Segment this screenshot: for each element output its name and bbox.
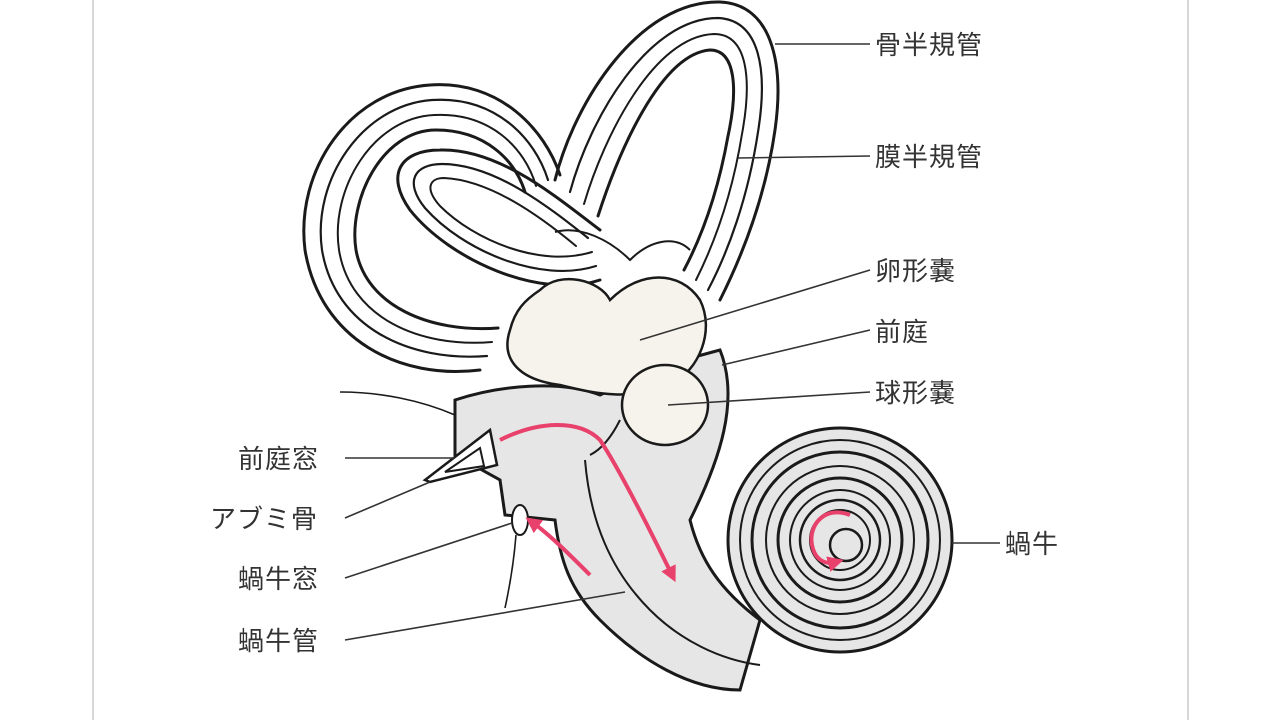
label-saccule: 球形嚢 — [875, 379, 956, 409]
label-cochlear-duct: 蝸牛管 — [238, 627, 319, 657]
label-round-window: 蝸牛窓 — [238, 565, 319, 595]
round-window-shape — [504, 504, 529, 609]
saccule-shape — [589, 363, 710, 456]
label-bony-canal: 骨半規管 — [875, 31, 983, 61]
vestibule-cochlea-body — [453, 348, 762, 692]
stapes-shape — [339, 391, 499, 484]
label-vestibule: 前庭 — [875, 318, 929, 348]
label-cochlea: 蝸牛 — [1005, 530, 1059, 560]
label-stapes: アブミ骨 — [210, 505, 318, 535]
label-oval-window: 前庭窓 — [238, 445, 319, 475]
leader-lines — [344, 43, 1000, 641]
bony-semicircular-canals — [302, 0, 780, 373]
right-frame-line — [1187, 0, 1189, 720]
cochlea-spiral — [726, 426, 954, 654]
left-frame-line — [92, 0, 94, 720]
sound-path-arrows — [499, 423, 851, 583]
label-utricle: 卵形嚢 — [875, 257, 956, 287]
label-membranous-canal: 膜半規管 — [875, 143, 983, 173]
labels: 骨半規管 膜半規管 卵形嚢 前庭 球形嚢 前庭窓 アブミ骨 蝸牛窓 蝸牛管 蝸牛 — [210, 31, 1059, 657]
